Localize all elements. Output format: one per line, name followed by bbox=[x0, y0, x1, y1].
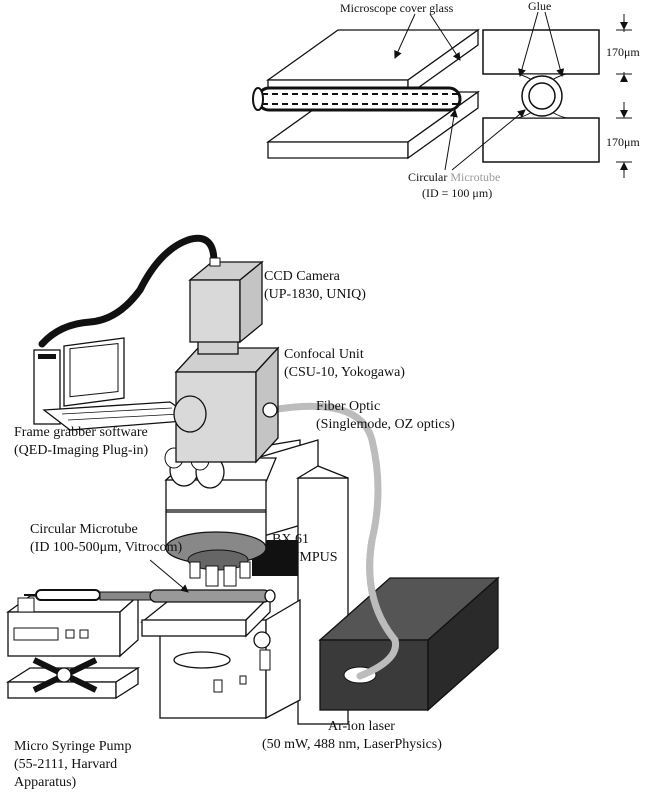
stage-microtube bbox=[24, 559, 276, 603]
fiber-title-label: Fiber Optic bbox=[316, 399, 380, 414]
ccd-model-label: (UP-1830, UNIQ) bbox=[264, 287, 366, 302]
pump-model-label: (55-2111, Harvard bbox=[14, 757, 117, 772]
ccd-camera bbox=[188, 257, 264, 344]
tube-model-label: (ID 100-500μm, Vitrocom) bbox=[30, 540, 183, 555]
microscope-brand-label: OLYMPUS bbox=[272, 550, 338, 565]
confocal-unit bbox=[173, 339, 280, 464]
fiber-model-label: (Singlemode, OZ optics) bbox=[316, 417, 455, 432]
pump-title-label: Micro Syringe Pump bbox=[14, 739, 131, 754]
thickness-bottom-label: 170μm bbox=[606, 135, 640, 149]
computer bbox=[33, 337, 198, 431]
cover-glass-inset: Microscope cover glass Glue 170μm 170μm … bbox=[252, 0, 640, 200]
tube-title-label: Circular Microtube bbox=[30, 522, 138, 537]
ccd-title-label: CCD Camera bbox=[264, 269, 341, 284]
inset-microtube-label: Circular Microtube bbox=[408, 170, 500, 184]
thickness-top-label: 170μm bbox=[606, 45, 640, 59]
syringe-pump bbox=[5, 594, 141, 700]
software-model-label: (QED-Imaging Plug-in) bbox=[14, 443, 148, 458]
ar-ion-laser bbox=[318, 576, 500, 712]
camera-cable bbox=[38, 234, 218, 348]
cover-glass-label: Microscope cover glass bbox=[340, 1, 454, 15]
pump-model-label-2: Apparatus) bbox=[14, 775, 77, 790]
computer-screen bbox=[69, 343, 119, 398]
inset-microtube bbox=[252, 86, 462, 112]
software-title-label: Frame grabber software bbox=[14, 425, 148, 440]
microscope-title-label: BX 61 bbox=[272, 532, 309, 547]
confocal-model-label: (CSU-10, Yokogawa) bbox=[284, 365, 405, 380]
cross-section bbox=[482, 29, 600, 163]
laser-model-label: (50 mW, 488 nm, LaserPhysics) bbox=[262, 737, 442, 752]
glue-label: Glue bbox=[528, 0, 551, 13]
laser-title-label: Ar-ion laser bbox=[328, 719, 395, 734]
confocal-title-label: Confocal Unit bbox=[284, 347, 364, 362]
inset-microtube-id: (ID = 100 μm) bbox=[422, 186, 492, 200]
microscope-stand bbox=[159, 439, 349, 725]
eyepiece-assembly bbox=[164, 447, 277, 511]
